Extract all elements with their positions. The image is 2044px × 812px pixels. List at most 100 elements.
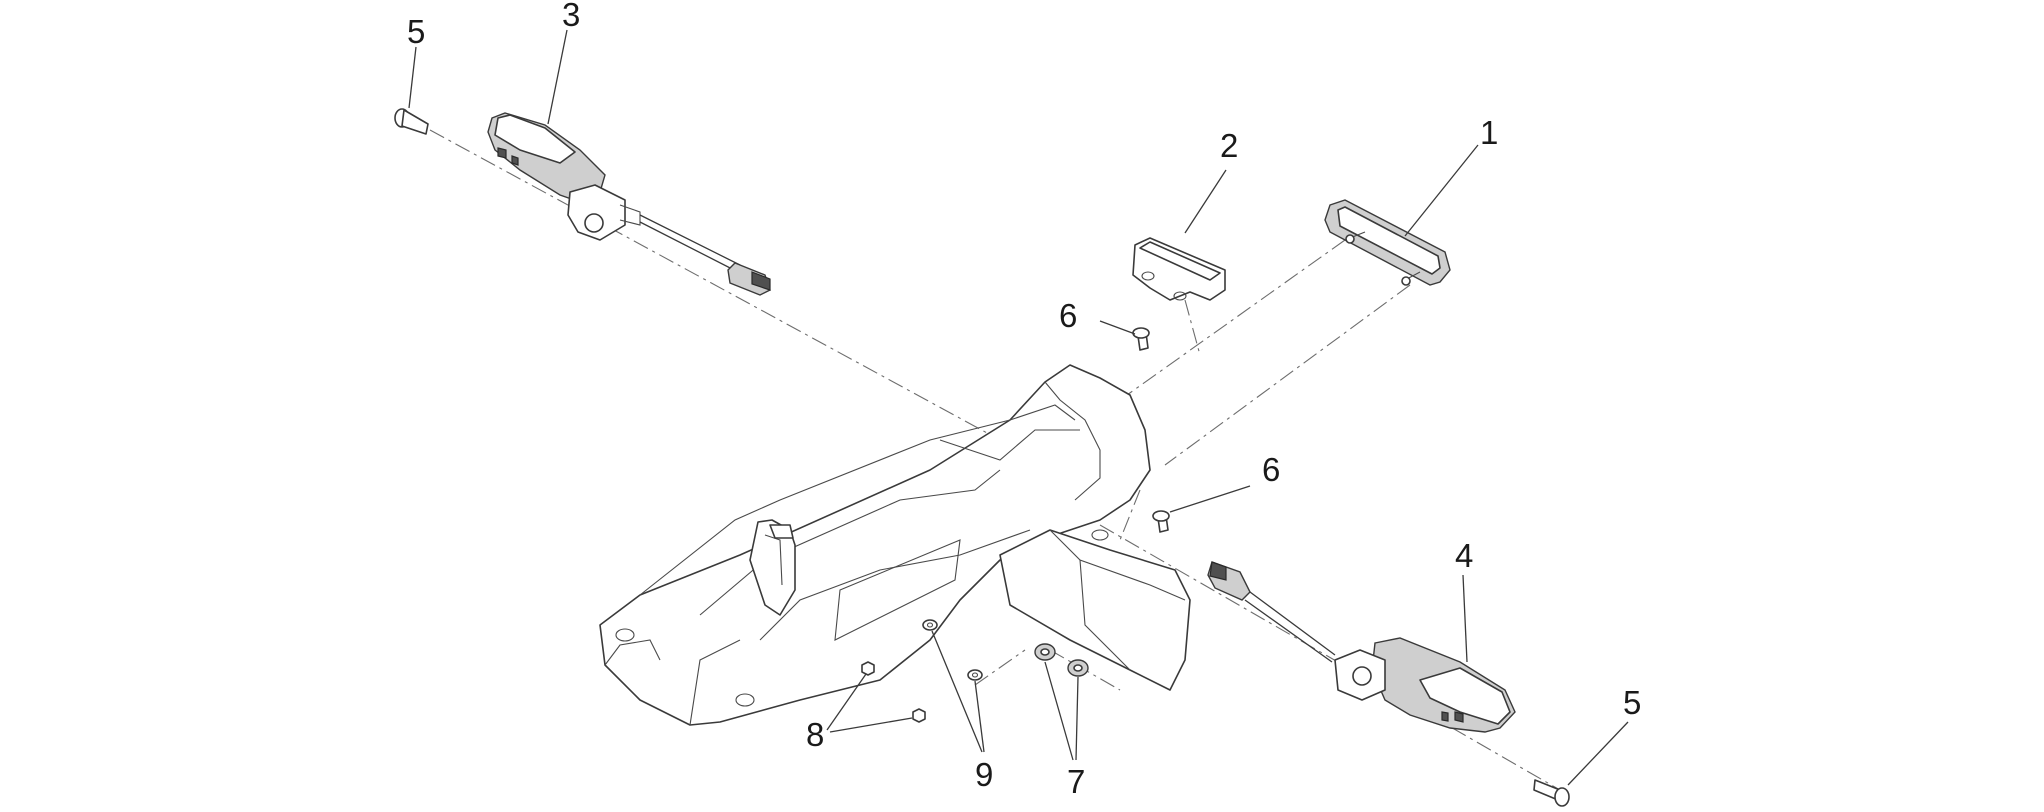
- leader-2: [1184, 169, 1227, 234]
- washer-a: [922, 619, 938, 631]
- bracket-top-face: [1139, 241, 1221, 281]
- axis-plate-upper: [1119, 239, 1346, 401]
- turn-indicator-left: [487, 112, 771, 296]
- indicator-left-stalk: [619, 204, 641, 226]
- axis-bolt5-left: [429, 129, 1001, 441]
- washer-b-body: [967, 669, 983, 681]
- holder-tail-flap-edge: [1049, 529, 1186, 601]
- callout-1: 1: [1480, 114, 1498, 151]
- plate-light-stud-1-head: [1345, 234, 1355, 244]
- screw-upper-head: [1132, 327, 1150, 339]
- axis-plate-lower: [1164, 284, 1411, 466]
- callout-2: 2: [1220, 127, 1238, 164]
- leader-8a: [826, 673, 867, 731]
- bracket-hole-left: [1141, 271, 1155, 281]
- holder-ridge-2: [699, 469, 1001, 616]
- indicator-left-mount-hole: [584, 213, 604, 233]
- leader-1: [1404, 144, 1479, 237]
- license-plate-light: [1324, 199, 1451, 286]
- indicator-right-marking-1: [1441, 711, 1449, 722]
- hex-nut-b: [912, 708, 926, 723]
- leader-6a: [1099, 320, 1136, 335]
- holder-ridge-4: [1044, 381, 1101, 501]
- holder-tail-flap: [999, 529, 1191, 691]
- holder-hole-rear: [1091, 529, 1109, 541]
- flange-nut-a-hole: [1040, 648, 1050, 656]
- callout-5-left: 5: [407, 13, 425, 50]
- washer-b-hole: [971, 672, 979, 678]
- washer-a-hole: [926, 622, 934, 628]
- callout-7: 7: [1067, 763, 1085, 800]
- leader-7a: [1044, 661, 1074, 761]
- holder-main-shell: [599, 364, 1151, 726]
- indicator-right-mount-hole: [1352, 666, 1372, 686]
- holder-facet-1: [939, 429, 1080, 461]
- flange-nut-b: [1067, 659, 1089, 677]
- axis-bracket: [1184, 299, 1201, 356]
- indicator-left-lens: [494, 114, 576, 164]
- callout-6-upper: 6: [1059, 297, 1077, 334]
- callout-5-right: 5: [1623, 684, 1641, 721]
- washer-b: [967, 669, 983, 681]
- leader-9b: [974, 680, 985, 753]
- screw-upper: [1132, 327, 1150, 351]
- bracket-hole-right: [1173, 291, 1187, 301]
- screw-lower: [1152, 510, 1170, 533]
- leader-6b: [1169, 485, 1251, 513]
- bolt-right-head: [1554, 787, 1570, 807]
- axis-washer9: [974, 649, 1026, 686]
- flange-nut-b-hole: [1073, 664, 1083, 672]
- leader-5a: [408, 46, 417, 109]
- license-plate-holder-body: [599, 364, 1191, 726]
- hex-nut-a: [861, 661, 875, 676]
- hex-nut-a-body: [861, 661, 875, 676]
- hex-nut-b-body: [912, 708, 926, 723]
- holder-mount-post: [749, 519, 796, 616]
- leader-5b: [1567, 721, 1629, 786]
- holder-underside-1: [834, 539, 961, 641]
- flange-nut-a: [1034, 643, 1056, 661]
- holder-ridge-1: [639, 419, 1011, 596]
- bolt-right: [1533, 779, 1570, 807]
- holder-facet-2: [1009, 404, 1076, 421]
- leader-3: [547, 29, 568, 125]
- indicator-left-marking-1: [497, 147, 507, 159]
- indicator-right-cable: [1244, 591, 1336, 663]
- screw-lower-head: [1152, 510, 1170, 522]
- turn-indicator-right: [1207, 561, 1516, 733]
- indicator-left-cable: [639, 214, 741, 273]
- plate-light-stud-2-head: [1401, 276, 1411, 286]
- callout-numbers: 1 2 3 4 5 5 6 6 7 8 9: [407, 0, 1641, 800]
- indicator-right-connector-tip: [1209, 561, 1227, 581]
- holder-mount-post-face: [764, 534, 783, 586]
- indicator-left-marking-2: [511, 155, 519, 166]
- leader-8b: [829, 717, 913, 733]
- holder-cutout-left: [604, 639, 661, 666]
- plate-light-bracket: [1132, 237, 1226, 301]
- axis-bolt5-right: [1099, 524, 1561, 791]
- indicator-right-marking-2: [1454, 711, 1464, 723]
- leader-4: [1462, 574, 1468, 663]
- indicator-left-mount: [567, 184, 626, 241]
- holder-mount-tab: [769, 524, 794, 539]
- bolt-left: [394, 108, 429, 135]
- callout-8: 8: [806, 716, 824, 753]
- holder-underside-2: [689, 639, 741, 726]
- callout-4: 4: [1455, 537, 1473, 574]
- washer-a-body: [922, 619, 938, 631]
- indicator-left-connector-tip: [751, 271, 771, 291]
- axis-screw6-a: [1119, 489, 1141, 541]
- bolt-left-shank: [401, 109, 429, 135]
- leader-9a: [931, 630, 983, 753]
- holder-tail-flap-edge-2: [1079, 559, 1131, 671]
- plate-light-lens: [1337, 206, 1441, 275]
- callout-3: 3: [562, 0, 580, 33]
- callout-6-lower: 6: [1262, 451, 1280, 488]
- leader-7b: [1075, 676, 1079, 761]
- leader-lines: [408, 29, 1629, 786]
- indicator-right-lens: [1419, 667, 1511, 725]
- holder-hole-left: [615, 628, 635, 642]
- holder-ridge-3: [759, 529, 1031, 641]
